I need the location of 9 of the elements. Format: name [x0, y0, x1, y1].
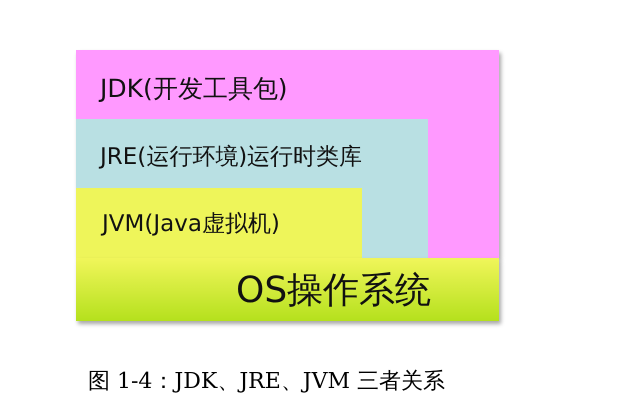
- layer-label: OS操作系统: [236, 269, 432, 313]
- layer-box: [76, 119, 428, 258]
- layer-label: JVM(Java虚拟机): [102, 210, 280, 239]
- layer-label: JDK(开发工具包): [100, 73, 288, 105]
- layer-box: [76, 188, 362, 258]
- figure-caption: 图 1-4：JDK、JRE、JVM 三者关系: [88, 368, 445, 396]
- layer-label: JRE(运行环境)运行时类库: [100, 143, 362, 172]
- layer-box: [76, 258, 499, 321]
- layer-box: [76, 50, 499, 258]
